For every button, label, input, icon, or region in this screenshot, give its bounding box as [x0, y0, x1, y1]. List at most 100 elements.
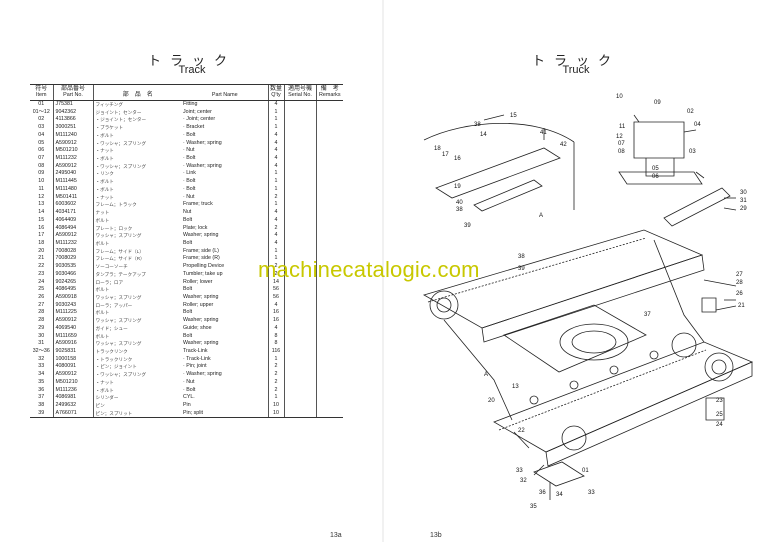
- cell-remarks: [315, 216, 343, 225]
- cell-item: 38: [38, 402, 45, 409]
- cell-part-no: 9024265: [52, 278, 93, 287]
- cell-item: 21: [38, 255, 45, 262]
- cell-part-no: M111232: [52, 155, 93, 163]
- cell-part-no: 1000158: [52, 355, 93, 364]
- cell-item: 20: [38, 247, 45, 254]
- cell-part-name: Washer; spring: [183, 340, 219, 347]
- cell-part-name: Fitting: [183, 101, 198, 107]
- callout-30: 30: [740, 190, 747, 196]
- cell-part-name: · Bolt: [183, 178, 196, 185]
- cell-part-name: Pin: [183, 402, 191, 409]
- cell-item: 39: [30, 409, 53, 419]
- callout-38-top: 38: [474, 122, 481, 128]
- cell-part-no: 4086494: [52, 224, 93, 233]
- cell-japanese-name: ・ナット: [92, 147, 182, 156]
- cell-remarks: [315, 332, 343, 341]
- cell-part-name: Frame; side (L): [183, 247, 219, 254]
- cell-qty: 8: [267, 332, 284, 341]
- cell-item: 14: [38, 209, 45, 216]
- cell-qty: 4: [267, 209, 284, 217]
- cell-part-no: 2499632: [52, 402, 93, 410]
- cell-part-name: Bolt: [183, 332, 193, 339]
- cell-remarks: [315, 224, 343, 233]
- cell-part-name: · Bracket: [183, 124, 205, 131]
- cell-item: 08: [38, 162, 45, 169]
- cell-part-no: 4064409: [52, 216, 93, 225]
- cell-serial-no: [283, 324, 316, 333]
- cell-part-no: A590916: [52, 340, 93, 348]
- cell-part-name: · Nut: [183, 147, 195, 154]
- cell-qty: 4: [267, 232, 284, 240]
- cell-item: 10: [38, 178, 45, 185]
- diagram-callouts: 10 09 02 04 11 12 07 08 03 05 06 15 38 1…: [434, 94, 747, 510]
- cell-part-no: M111236: [52, 386, 93, 395]
- page-number-right: 13b: [430, 532, 442, 539]
- cell-qty: 4: [267, 301, 284, 310]
- cell-japanese-name: ワッシャ；スプリング: [92, 232, 182, 240]
- cell-serial-no: [283, 278, 316, 287]
- cell-qty: 1: [267, 108, 284, 117]
- cell-serial-no: [283, 293, 316, 302]
- cell-item: 07: [38, 155, 45, 162]
- cell-part-no: 7008029: [52, 255, 93, 264]
- cell-part-no: A766071: [52, 409, 93, 419]
- cell-qty: 2: [267, 193, 284, 202]
- cell-part-no: M501411: [52, 193, 93, 202]
- cell-item: 11: [38, 185, 45, 192]
- cell-qty: 10: [267, 409, 284, 419]
- cell-part-name: Bolt: [183, 239, 193, 246]
- cell-japanese-name: ボルト: [92, 239, 182, 248]
- callout-23: 23: [716, 398, 723, 404]
- cell-part-name: Guide; shoe: [183, 324, 212, 331]
- cell-part-no: A590912: [52, 139, 93, 148]
- cell-item: 24: [38, 278, 45, 285]
- cell-serial-no: [283, 363, 316, 372]
- callout-42: 42: [560, 142, 567, 148]
- cell-part-no: 9025831: [52, 348, 93, 356]
- column-header-japanese-name: 部 品 名: [92, 84, 182, 101]
- cell-serial-no: [283, 116, 316, 125]
- cell-remarks: [315, 371, 343, 379]
- callout-37: 37: [644, 312, 651, 318]
- cell-serial-no: [283, 162, 316, 171]
- callout-24: 24: [716, 422, 723, 428]
- cell-remarks: [315, 178, 343, 186]
- callout-35: 35: [530, 504, 537, 510]
- cell-serial-no: [283, 286, 316, 294]
- cell-item: 29: [38, 324, 45, 331]
- cell-serial-no: [283, 232, 316, 240]
- cell-qty: 1: [267, 201, 284, 210]
- cell-item: 30: [38, 332, 45, 339]
- cell-remarks: [315, 270, 343, 279]
- cell-remarks: [315, 193, 343, 202]
- cell-serial-no: [283, 317, 316, 325]
- callout-39-mid: 39: [464, 223, 471, 229]
- cell-qty: 1: [267, 185, 284, 194]
- cell-remarks: [315, 340, 343, 348]
- cell-part-name: · Washer; spring: [183, 139, 222, 146]
- cell-serial-no: [283, 355, 316, 364]
- cell-serial-no: [283, 100, 316, 109]
- cell-part-no: M501210: [52, 378, 93, 387]
- cell-japanese-name: シリンダー: [92, 394, 182, 403]
- cell-japanese-name: ローラ；ロア: [92, 278, 182, 287]
- cell-japanese-name: フレーム；トラック: [92, 201, 182, 210]
- cell-part-name: Frame; truck: [183, 201, 213, 208]
- callout-34: 34: [556, 492, 563, 498]
- page-title-japanese: トラック: [147, 54, 236, 69]
- cell-serial-no: [283, 193, 316, 202]
- cell-japanese-name: ワッシャ；スプリング: [92, 317, 182, 325]
- cell-japanese-name: プレート；ロック: [92, 224, 182, 233]
- callout-07: 07: [618, 141, 625, 147]
- cell-part-no: M111480: [52, 185, 93, 194]
- cell-serial-no: [283, 131, 316, 140]
- cell-part-name: Roller; upper: [183, 301, 214, 308]
- cell-item: 05: [38, 139, 45, 146]
